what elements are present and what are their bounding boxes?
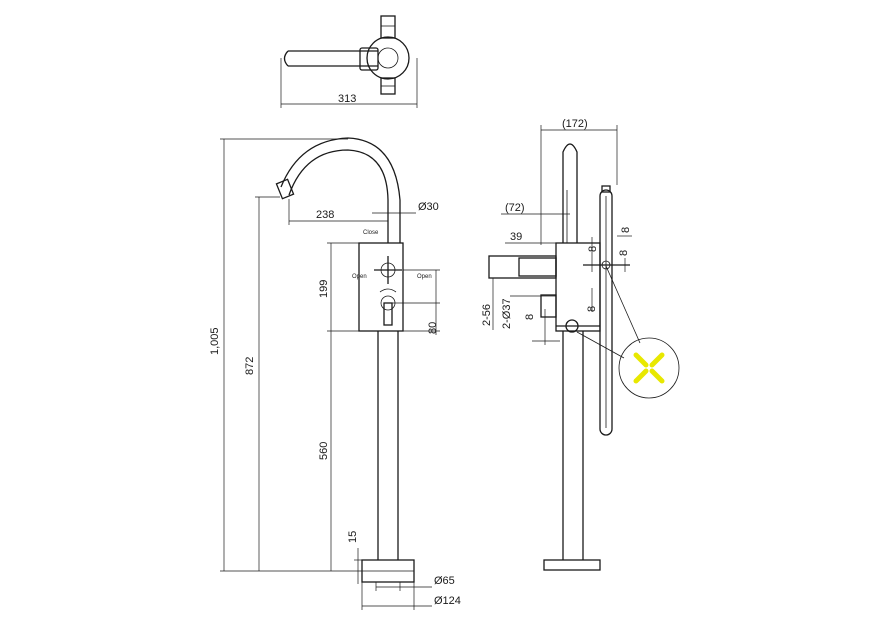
label-close: Close bbox=[363, 230, 379, 236]
dim-top-width: 313 bbox=[338, 93, 356, 105]
dim-eight-e: 8 bbox=[586, 306, 598, 312]
label-open-right: Open bbox=[417, 274, 432, 280]
dim-spout-reach: 238 bbox=[316, 209, 334, 221]
dim-handle-offset: 39 bbox=[510, 231, 522, 243]
dim-side-width: (172) bbox=[562, 118, 588, 130]
dim-eight-a: 8 bbox=[524, 314, 536, 320]
dim-body-height: 199 bbox=[318, 280, 330, 298]
front-view: 1,005 872 238 Ø30 Close Open Open 199 80… bbox=[209, 137, 461, 610]
dim-side-offset: (72) bbox=[505, 202, 525, 214]
dim-spout-height: 872 bbox=[244, 357, 256, 375]
dim-thread: 2-56 bbox=[481, 304, 493, 326]
dim-eight-d: 8 bbox=[618, 250, 630, 256]
side-view: (172) (72) 39 2-56 2-Ø37 8 8 8 8 8 bbox=[481, 118, 641, 571]
dim-lower-gap: 80 bbox=[427, 322, 439, 334]
dim-column-height: 560 bbox=[318, 442, 330, 460]
dim-hole-dia: 2-Ø37 bbox=[501, 298, 513, 329]
top-view: 313 bbox=[280, 15, 418, 108]
label-open-left: Open bbox=[352, 274, 367, 280]
dim-base-thickness: 15 bbox=[347, 531, 359, 543]
dim-eight-b: 8 bbox=[587, 246, 599, 252]
dim-eight-c: 8 bbox=[620, 227, 632, 233]
dim-base-inner-dia: Ø65 bbox=[434, 575, 455, 587]
dim-total-height: 1,005 bbox=[209, 327, 221, 355]
dim-pipe-dia: Ø30 bbox=[418, 201, 439, 213]
dim-base-outer-dia: Ø124 bbox=[434, 595, 461, 607]
cross-handle-detail-icon bbox=[618, 337, 680, 399]
